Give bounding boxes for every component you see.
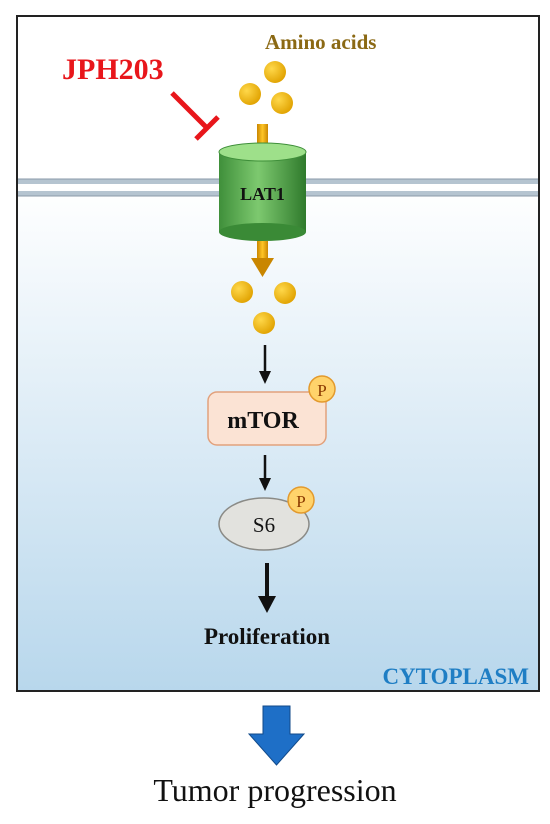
amino-acid-channel-shaft — [257, 124, 268, 154]
outcome-label: Tumor progression — [153, 772, 397, 808]
down-arrow-icon — [259, 455, 271, 491]
amino-acid-dot — [271, 92, 293, 114]
transport-arrow-icon — [251, 241, 274, 277]
s6-ellipse — [218, 497, 310, 551]
cytoplasm-label: CYTOPLASM — [382, 664, 529, 689]
phospho-label: P — [317, 381, 326, 400]
lat1-label: LAT1 — [240, 184, 285, 204]
amino-acid-dot — [274, 282, 296, 304]
phospho-circle — [308, 375, 336, 403]
proliferation-label: Proliferation — [204, 624, 330, 649]
mtor-box — [207, 391, 327, 446]
phospho-circle — [287, 486, 315, 514]
down-arrow-icon — [258, 563, 276, 613]
s6-label: S6 — [253, 513, 275, 537]
amino-acid-dot — [231, 281, 253, 303]
phospho-label: P — [296, 492, 305, 511]
amino-acid-dot — [264, 61, 286, 83]
cell-border — [16, 15, 540, 692]
lat1-transporter — [218, 142, 307, 241]
amino-acid-dot — [239, 83, 261, 105]
amino-acids-label: Amino acids — [265, 30, 376, 54]
mtor-label: mTOR — [227, 408, 299, 434]
t-bar-inhibition-icon — [170, 91, 220, 141]
inhibitor-label: JPH203 — [62, 53, 164, 86]
blue-down-arrow-icon — [247, 705, 306, 766]
amino-acid-dot — [253, 312, 275, 334]
down-arrow-icon — [259, 345, 271, 384]
